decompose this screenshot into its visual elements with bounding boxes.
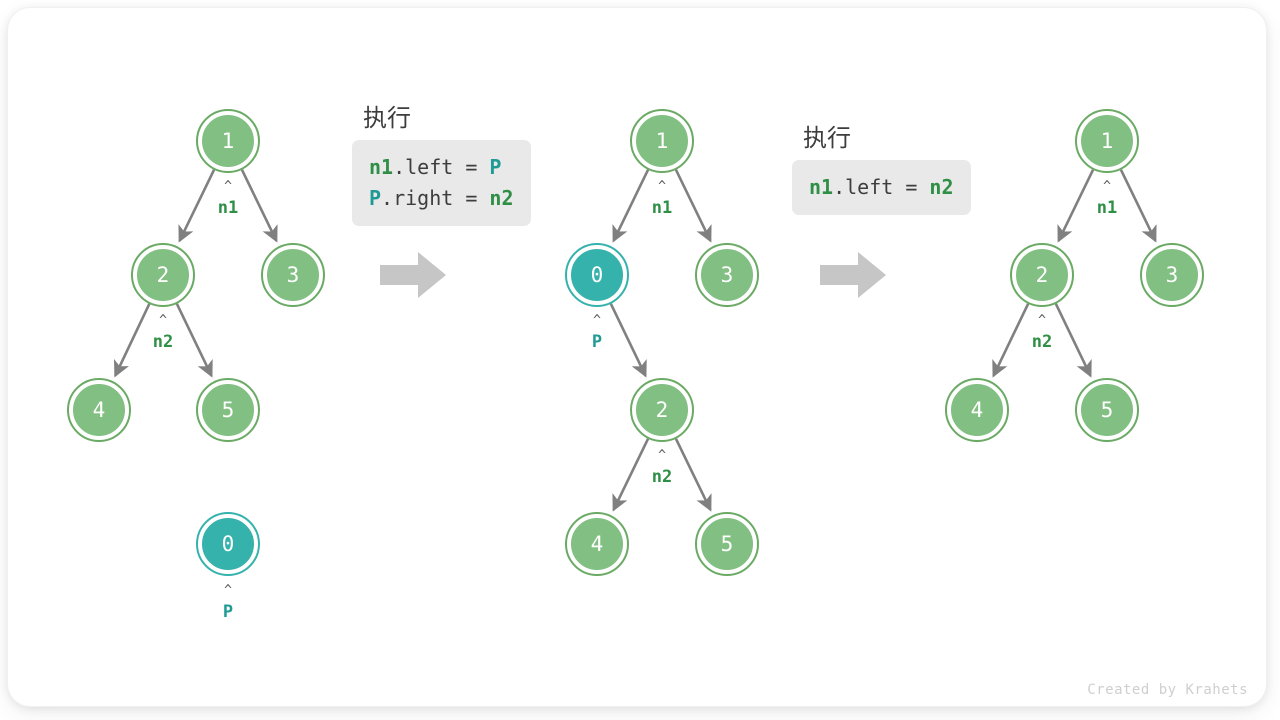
step-title-1: 执行: [363, 105, 411, 132]
node-value: 5: [221, 397, 235, 422]
pointer-label-n2: ^ n2: [153, 314, 173, 351]
node-outer-ring: [1075, 109, 1139, 173]
pointer-name: n1: [1096, 198, 1118, 218]
node-value: 3: [720, 262, 734, 287]
tree-node-3: 3: [261, 243, 325, 307]
code-token: P: [369, 186, 382, 210]
node-outer-ring: [945, 378, 1009, 442]
node-outer-ring: [67, 378, 131, 442]
node-outer-ring: [630, 378, 694, 442]
node-value: 5: [720, 531, 734, 556]
node-outer-ring: [261, 243, 325, 307]
tree-node-4: 4: [565, 512, 629, 576]
node-value: 2: [156, 262, 170, 287]
flow-arrow-icon: [820, 250, 886, 300]
code-token: n1: [369, 155, 394, 179]
tree-node-3: 3: [1140, 243, 1204, 307]
node-value: 3: [286, 262, 300, 287]
node-value: 0: [221, 531, 235, 556]
caret-icon: ^: [1103, 179, 1111, 194]
node-outer-ring: [565, 512, 629, 576]
node-value: 0: [590, 262, 604, 287]
pointer-label-P: ^P: [592, 314, 602, 351]
tree-node-1: 1: [630, 109, 694, 173]
code-line: n1.left = n2: [809, 172, 954, 203]
code-token: n1: [809, 175, 834, 199]
code-token: P: [489, 155, 502, 179]
caret-icon: ^: [1038, 313, 1046, 328]
tree-node-0: 0: [196, 512, 260, 576]
code-line: P.right = n2: [369, 183, 514, 214]
node-value: 2: [1035, 262, 1049, 287]
node-outer-ring: [695, 243, 759, 307]
pointer-name: P: [222, 602, 234, 622]
node-outer-ring: [695, 512, 759, 576]
tree-node-2: 2: [131, 243, 195, 307]
pointer-label-n1: ^ n1: [1097, 180, 1117, 217]
flow-arrow-icon: [380, 250, 446, 300]
caret-icon: ^: [658, 448, 666, 463]
node-value: 3: [1165, 262, 1179, 287]
node-outer-ring: [565, 243, 629, 307]
tree-node-3: 3: [695, 243, 759, 307]
pointer-name: n2: [152, 332, 174, 352]
code-token: .right =: [381, 186, 490, 210]
pointer-label-n2: ^ n2: [652, 449, 672, 486]
pointer-label-n1: ^ n1: [218, 180, 238, 217]
code-block-2: n1.left = n2: [792, 160, 971, 215]
step-title-2: 执行: [803, 125, 851, 152]
node-value: 5: [1100, 397, 1114, 422]
node-value: 1: [1100, 128, 1114, 153]
tree-node-5: 5: [196, 378, 260, 442]
code-token: n2: [489, 186, 514, 210]
code-token: .left =: [393, 155, 490, 179]
node-value: 2: [655, 397, 669, 422]
pointer-name: n1: [651, 198, 673, 218]
pointer-name: P: [591, 332, 603, 352]
caret-icon: ^: [224, 179, 232, 194]
pointer-label-n1: ^ n1: [652, 180, 672, 217]
tree-node-1: 1: [1075, 109, 1139, 173]
node-value: 1: [655, 128, 669, 153]
node-value: 4: [92, 397, 106, 422]
caret-icon: ^: [224, 583, 232, 598]
tree-node-4: 4: [945, 378, 1009, 442]
caret-icon: ^: [593, 313, 601, 328]
watermark: Created by Krahets: [1087, 682, 1248, 698]
node-value: 1: [221, 128, 235, 153]
tree-node-2: 2: [1010, 243, 1074, 307]
code-line: n1.left = P: [369, 152, 514, 183]
pointer-label-P: ^P: [223, 584, 233, 621]
pointer-label-n2: ^ n2: [1032, 314, 1052, 351]
node-outer-ring: [1010, 243, 1074, 307]
node-outer-ring: [196, 378, 260, 442]
node-outer-ring: [1075, 378, 1139, 442]
node-outer-ring: [131, 243, 195, 307]
tree-node-2: 2: [630, 378, 694, 442]
node-outer-ring: [630, 109, 694, 173]
code-token: .left =: [833, 175, 930, 199]
tree-node-1: 1: [196, 109, 260, 173]
node-outer-ring: [196, 109, 260, 173]
tree-node-4: 4: [67, 378, 131, 442]
code-token: n2: [929, 175, 954, 199]
node-value: 4: [970, 397, 984, 422]
tree-node-5: 5: [695, 512, 759, 576]
pointer-name: n2: [1031, 332, 1053, 352]
node-value: 4: [590, 531, 604, 556]
caret-icon: ^: [159, 313, 167, 328]
node-outer-ring: [196, 512, 260, 576]
pointer-name: n1: [217, 198, 239, 218]
tree-node-5: 5: [1075, 378, 1139, 442]
pointer-name: n2: [651, 467, 673, 487]
tree-node-0: 0: [565, 243, 629, 307]
diagram-card: [8, 8, 1266, 706]
caret-icon: ^: [658, 179, 666, 194]
node-outer-ring: [1140, 243, 1204, 307]
